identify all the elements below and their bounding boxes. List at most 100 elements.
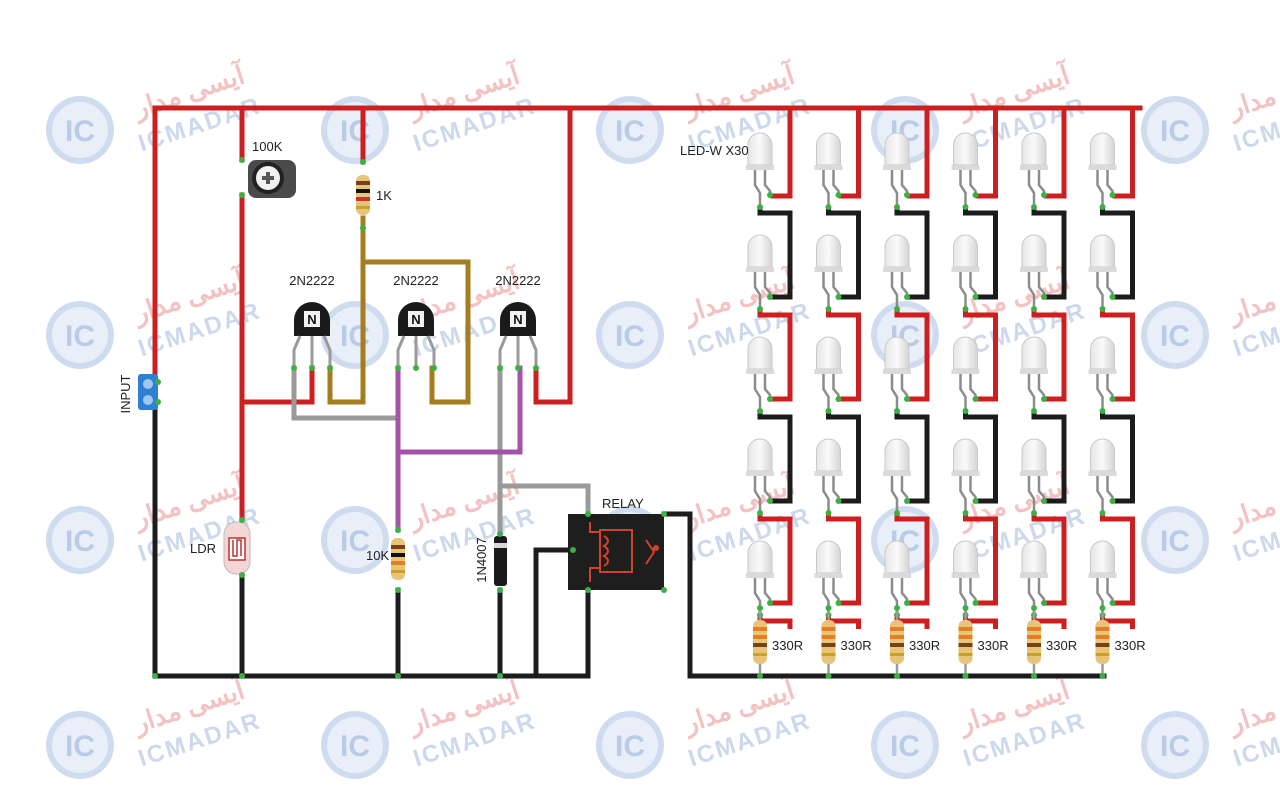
watermark-ic-text: IC xyxy=(1160,730,1190,763)
transistor-q2[interactable]: N xyxy=(395,302,437,371)
white-led xyxy=(951,234,980,312)
white-led xyxy=(1088,336,1117,414)
q2-emitter-to-q3-base xyxy=(395,365,523,455)
white-led xyxy=(1020,336,1048,414)
r1k-label: 1K xyxy=(376,188,392,203)
white-led xyxy=(951,438,980,516)
potentiometer-100k[interactable] xyxy=(239,157,296,198)
watermark-fa-text: آیسی مدار xyxy=(1223,467,1280,535)
watermark-ic-text: IC xyxy=(340,525,370,558)
white-led xyxy=(883,336,911,414)
watermark-fa-text: آیسی مدار xyxy=(1223,57,1280,125)
white-led xyxy=(746,234,774,312)
resistor-330r[interactable] xyxy=(1027,605,1041,679)
r1k-to-q2-collector xyxy=(360,259,471,405)
white-led xyxy=(814,234,843,312)
watermark-ic-text: IC xyxy=(1160,115,1190,148)
diode-1n4007[interactable] xyxy=(494,531,507,593)
resistor-330r[interactable] xyxy=(1095,605,1110,679)
resistor-1k[interactable] xyxy=(356,159,370,231)
white-led xyxy=(746,336,774,414)
r330-label: 330R xyxy=(841,638,872,653)
transistor-type-mark: N xyxy=(411,312,420,327)
watermark-ic-text: IC xyxy=(65,115,95,148)
watermark-fa-text: آیسی مدار xyxy=(1223,672,1280,740)
relay-module[interactable] xyxy=(568,511,667,593)
transistor-type-mark: N xyxy=(307,312,316,327)
white-led xyxy=(951,132,980,210)
white-led xyxy=(1020,132,1048,210)
watermark-ic-text: IC xyxy=(65,730,95,763)
watermark-ic-text: IC xyxy=(1160,525,1190,558)
transistor-label: 2N2222 xyxy=(495,273,541,288)
led-matrix: 330R 330R 330R 330R 330R 330R xyxy=(746,108,1146,679)
input-label: INPUT xyxy=(118,374,133,413)
white-led xyxy=(1020,234,1048,312)
resistor-330r[interactable] xyxy=(890,605,904,679)
relay-com-to-ground xyxy=(533,547,576,679)
diode-label: 1N4007 xyxy=(474,537,489,583)
wire-layer xyxy=(152,105,1143,679)
resistor-10k[interactable] xyxy=(391,527,405,593)
ldr-label: LDR xyxy=(190,541,216,556)
q1-emitter-to-q2-base xyxy=(291,365,401,421)
white-led xyxy=(1088,234,1117,312)
watermark-fa-text: آیسی مدار xyxy=(1223,262,1280,330)
relay-label: RELAY xyxy=(602,496,644,511)
r10k-label: 10K xyxy=(366,548,389,563)
input-terminal[interactable] xyxy=(138,374,161,410)
white-led xyxy=(814,132,843,210)
watermark-ic-text: IC xyxy=(615,320,645,353)
watermark-ic-text: IC xyxy=(340,730,370,763)
watermark-ic-text: IC xyxy=(65,320,95,353)
white-led xyxy=(1020,438,1048,516)
r1k-to-q1-collector xyxy=(327,215,366,405)
led-array-label: LED-W X30 xyxy=(680,143,749,158)
diode-to-relay xyxy=(497,483,591,517)
resistor-330r[interactable] xyxy=(753,605,767,679)
white-led xyxy=(746,132,774,210)
ldr-sensor[interactable] xyxy=(223,517,251,578)
watermark-ic-text: IC xyxy=(890,730,920,763)
resistor-330r[interactable] xyxy=(958,605,973,679)
white-led xyxy=(814,438,843,516)
watermark-ic-text: IC xyxy=(1160,320,1190,353)
transistor-label: 2N2222 xyxy=(289,273,335,288)
white-led xyxy=(883,438,911,516)
r330-label: 330R xyxy=(772,638,803,653)
transistor-type-mark: N xyxy=(513,312,522,327)
white-led xyxy=(951,540,980,618)
transistor-label: 2N2222 xyxy=(393,273,439,288)
watermark-ic-text: IC xyxy=(65,525,95,558)
ldr-node-to-q1-base xyxy=(239,365,315,405)
resistor-330r[interactable] xyxy=(821,605,836,679)
white-led xyxy=(951,336,980,414)
white-led xyxy=(1088,438,1117,516)
transistor-q3[interactable]: N xyxy=(497,302,539,371)
watermark-ic-text: IC xyxy=(615,115,645,148)
positive-to-relay-coil xyxy=(533,105,573,405)
r330-label: 330R xyxy=(1115,638,1146,653)
white-led xyxy=(814,336,843,414)
pot-label: 100K xyxy=(252,139,283,154)
r330-label: 330R xyxy=(1046,638,1077,653)
r330-label: 330R xyxy=(978,638,1009,653)
white-led xyxy=(883,234,911,312)
white-led xyxy=(883,132,911,210)
white-led xyxy=(746,438,774,516)
transistor-q1[interactable]: N xyxy=(291,302,333,371)
r330-label: 330R xyxy=(909,638,940,653)
white-led xyxy=(1088,132,1117,210)
